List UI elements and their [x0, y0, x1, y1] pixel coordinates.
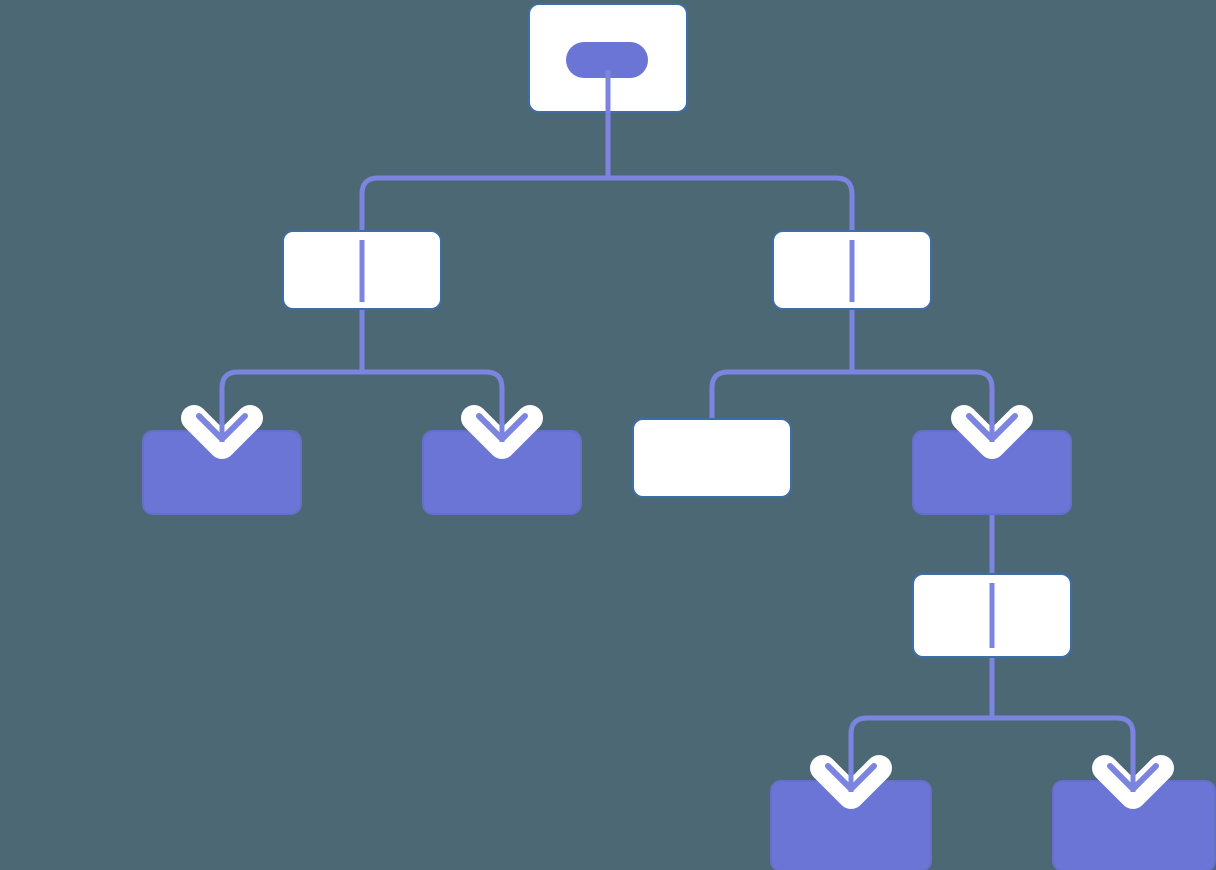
node-leaf-a[interactable] — [142, 430, 302, 515]
node-leaf-b[interactable] — [422, 430, 582, 515]
node-leaf-d[interactable] — [912, 430, 1072, 515]
node-leaf-f[interactable] — [1052, 780, 1216, 870]
node-leaf-c[interactable] — [632, 418, 792, 498]
node-level2-right[interactable] — [772, 230, 932, 310]
node-level4[interactable] — [912, 573, 1072, 658]
node-level2-left[interactable] — [282, 230, 442, 310]
node-leaf-e[interactable] — [770, 780, 932, 870]
node-root[interactable] — [528, 3, 688, 113]
